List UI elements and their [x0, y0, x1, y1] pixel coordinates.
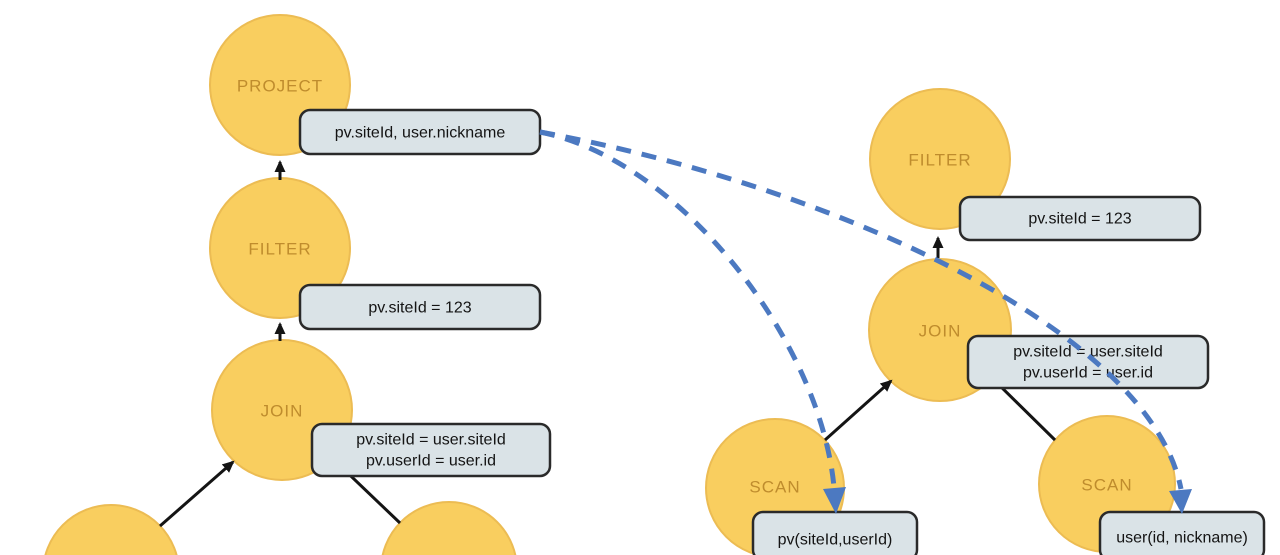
right-filter-node	[869, 88, 1011, 230]
right-join-condition-box	[966, 334, 1210, 390]
right-filter-predicate-text: pv.siteId = 123	[1028, 211, 1131, 228]
right-scan-user-table-text: user(id, nickname)	[1116, 530, 1248, 547]
pushdown-arrowhead-user-icon	[1169, 489, 1192, 514]
pushdown-arrowhead-pv-icon	[823, 487, 846, 514]
pushdown-curve-to-user-scan	[539, 129, 1184, 490]
right-join-node-label: JOIN	[919, 322, 962, 341]
right-join-condition-line1: pv.siteId = user.siteId	[1013, 344, 1163, 361]
left-project-node-label: PROJECT	[237, 77, 323, 96]
left-project-columns-text: pv.siteId, user.nickname	[335, 125, 506, 142]
left-join-node-label: JOIN	[261, 402, 304, 421]
left-filter-node-label: FILTER	[248, 240, 311, 259]
left-child-user-node	[381, 501, 517, 555]
right-scan-user-node-label: SCAN	[1081, 476, 1132, 495]
right-scanpv-to-join-edge	[824, 379, 893, 442]
right-filter-predicate-box	[958, 195, 1202, 242]
right-join-condition-line2: pv.userId = user.id	[1023, 365, 1153, 382]
left-join-condition-box	[310, 422, 552, 478]
left-child-pv-node	[44, 504, 178, 555]
right-scan-pv-node-label: SCAN	[749, 478, 800, 497]
pushdown-curve-to-pv-scan	[539, 129, 837, 488]
right-scan-pv-table-text: pv(siteId,userId)	[778, 532, 893, 549]
left-join-condition-line1: pv.siteId = user.siteId	[356, 432, 506, 449]
left-filter-predicate-box	[298, 283, 542, 331]
left-filter-predicate-text: pv.siteId = 123	[368, 300, 471, 317]
left-pv-to-join-edge	[159, 460, 235, 528]
right-filter-node-label: FILTER	[908, 151, 971, 170]
left-join-condition-line2: pv.userId = user.id	[366, 453, 496, 470]
